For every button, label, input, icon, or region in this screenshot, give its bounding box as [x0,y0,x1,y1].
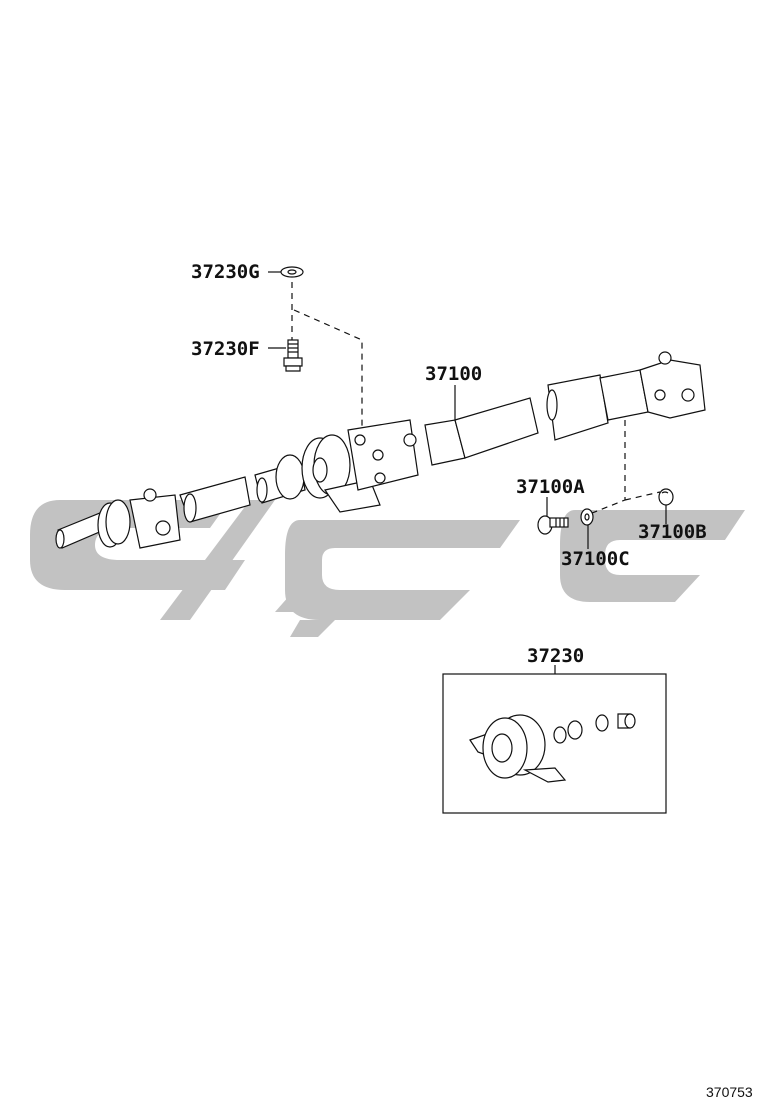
bolt-icon [537,515,569,535]
label-37230: 37230 [527,645,585,667]
label-37100A: 37100A [516,476,585,498]
label-37100: 37100 [425,363,483,385]
label-37100B: 37100B [638,521,707,543]
label-37230G: 37230G [191,261,260,283]
washer-icon [553,714,609,744]
washer-icon [280,266,304,278]
label-37100C: 37100C [561,548,630,570]
nut-icon [617,713,636,729]
label-37230F: 37230F [191,338,260,360]
washer-icon [580,508,594,526]
shaft-icon [55,351,706,549]
figure-number: 370753 [706,1084,753,1100]
bolt-icon [283,339,303,372]
nut-icon [658,488,674,506]
bearing-icon [469,714,567,783]
